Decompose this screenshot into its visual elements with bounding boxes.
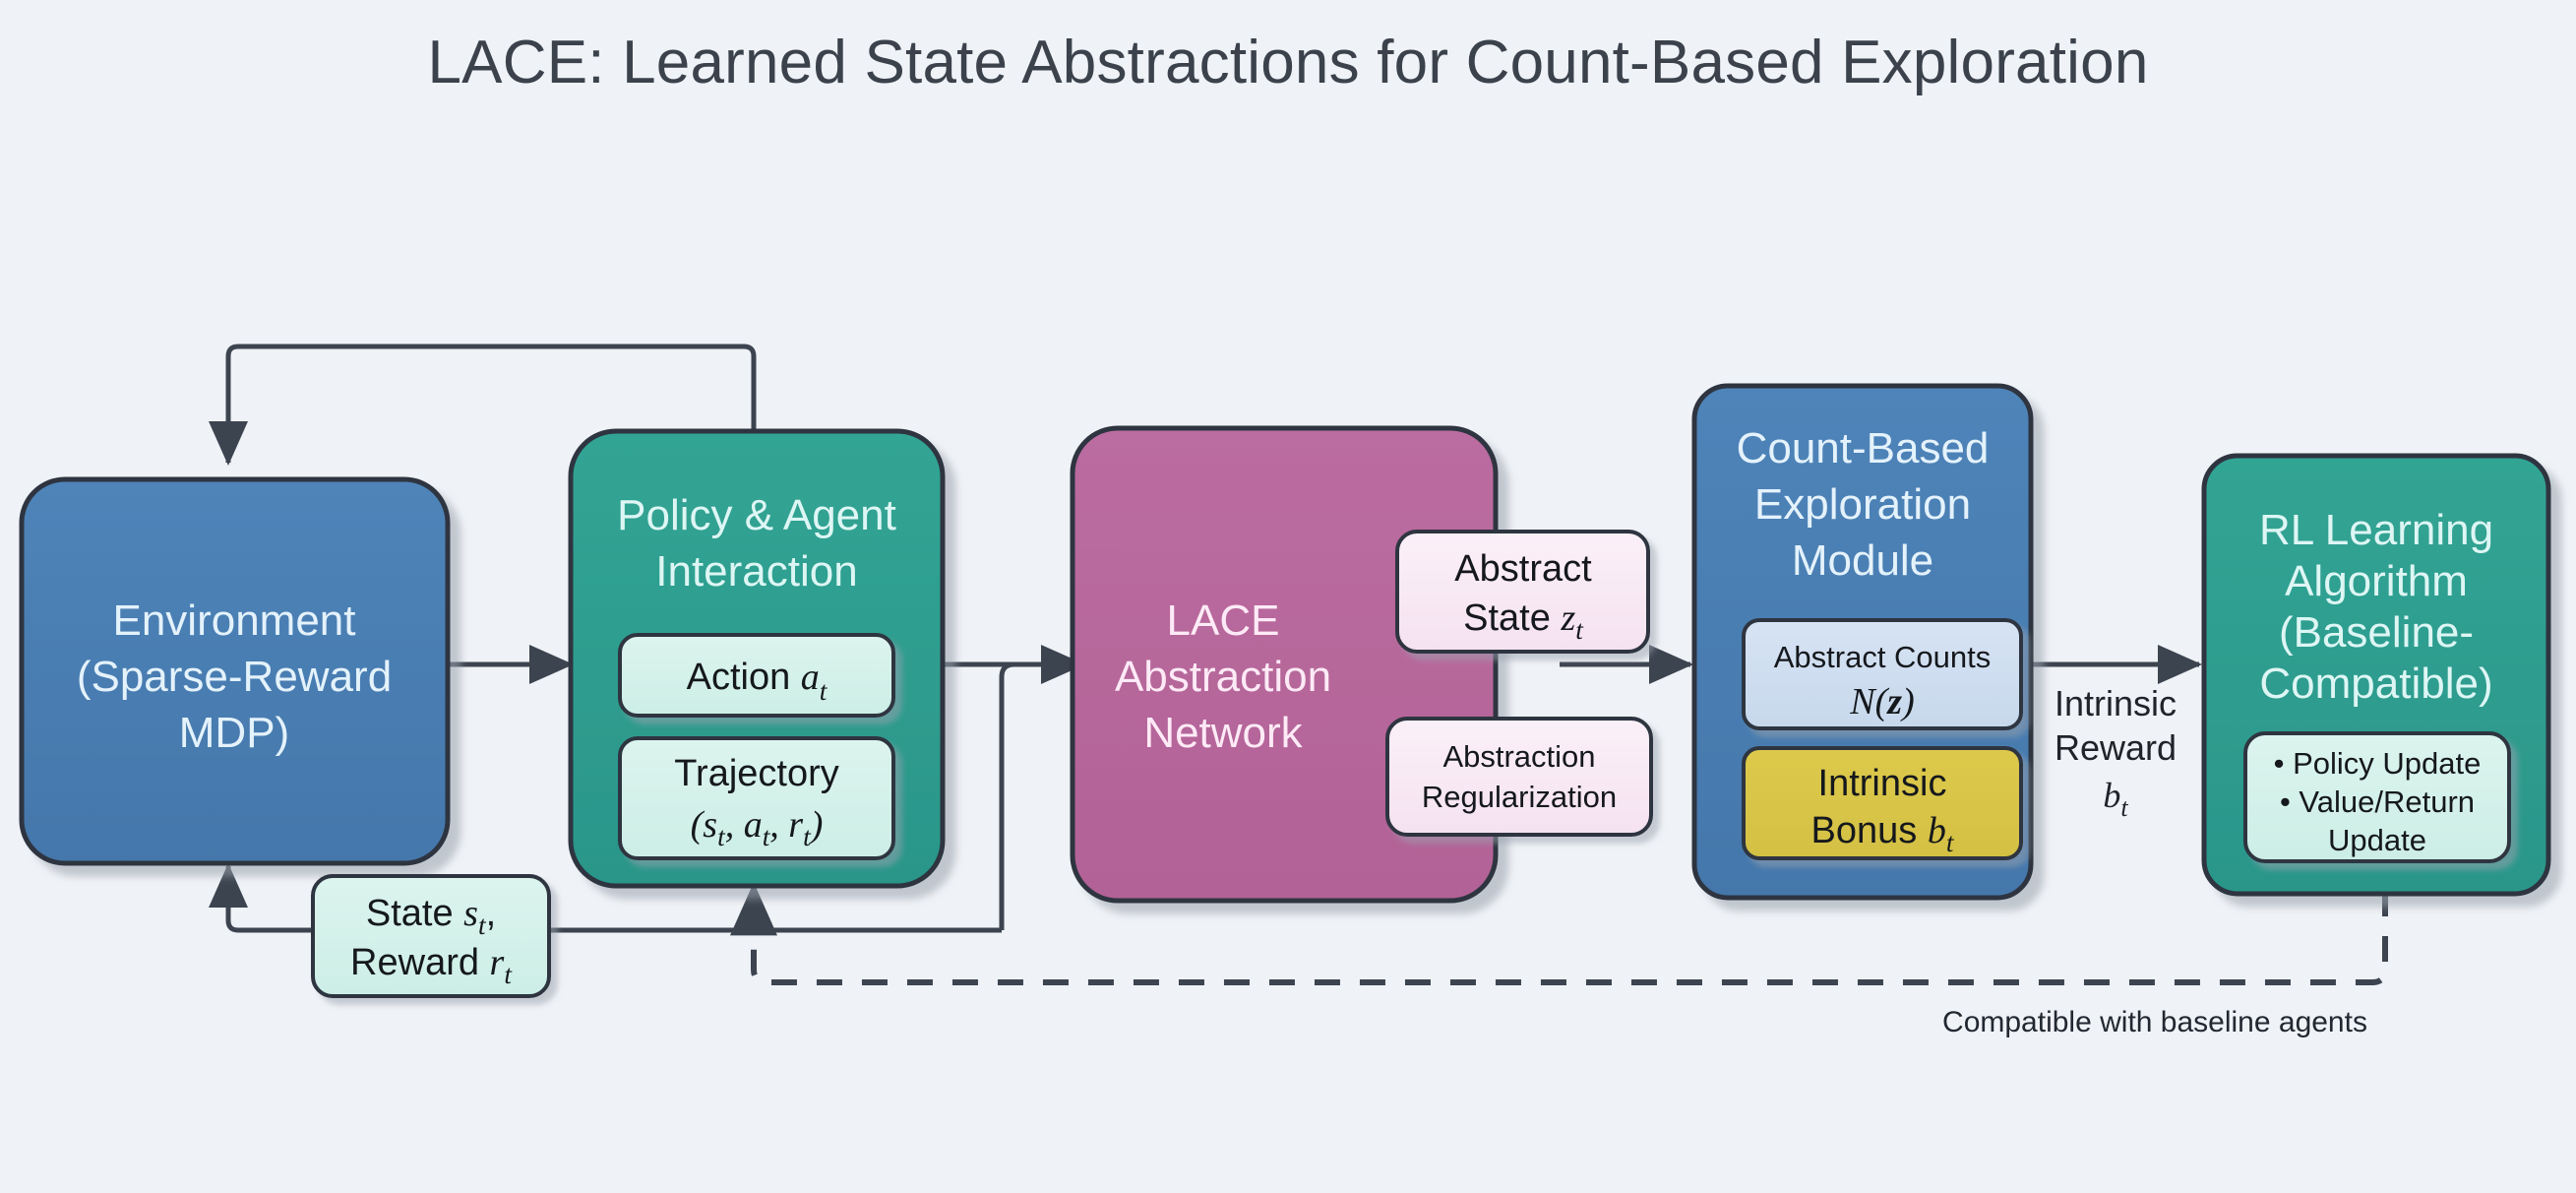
updates-bullet-3: Update [2328,823,2426,857]
connector-state-reward-to-environment [209,862,313,933]
intrinsic-reward-math: bt [2103,776,2128,822]
node-count-based-exploration-module[interactable]: Count-Based Exploration Module Abstract … [1691,383,2034,901]
abstract-counts-math: N(z) [1849,681,1914,722]
abstract-state-line-2: State zt [1463,597,1584,645]
action-box[interactable] [618,633,895,718]
intrinsic-reward-line-2: Reward [2055,727,2177,768]
lace-sub-abstraction-regularization[interactable]: Abstraction Regularization [1385,717,1653,837]
node-lace-abstraction-network[interactable]: LACE Abstraction Network Abstract State … [1070,425,1653,904]
node-state-reward[interactable]: State st, Reward rt [311,874,551,998]
updates-bullet-2: • Value/Return [2280,785,2475,819]
node-policy-agent-interaction[interactable]: Policy & Agent Interaction Action at Tra… [568,428,946,889]
count-based-label-line-3: Module [1792,536,1933,585]
abstract-counts-label: Abstract Counts [1774,640,1992,674]
environment-label-line-1: Environment [112,596,355,645]
count-based-sub-intrinsic-bonus[interactable]: Intrinsic Bonus bt [1742,746,2023,860]
abstract-state-line-1: Abstract [1454,548,1592,590]
intrinsic-reward-line-1: Intrinsic [2055,683,2177,723]
rl-learning-sub-updates[interactable]: • Policy Update • Value/Return Update [2243,731,2511,863]
count-based-label-line-2: Exploration [1754,480,1971,529]
abstract-counts-box[interactable] [1742,618,2023,730]
page-title: LACE: Learned State Abstractions for Cou… [427,29,2149,96]
rl-learning-label-line-3: (Baseline- [2279,608,2474,657]
connector-dashed-rl-to-policy [730,882,2388,985]
connector-rail-to-lace [999,661,1073,930]
environment-box[interactable] [19,476,451,866]
state-reward-box[interactable] [311,874,551,998]
lace-label-line-1: LACE [1167,596,1280,645]
policy-label-line-1: Policy & Agent [617,491,896,539]
policy-sub-action[interactable]: Action at [618,633,895,718]
abstract-state-box[interactable] [1395,530,1650,654]
lace-label-line-2: Abstraction [1115,653,1331,701]
action-label: Action at [687,657,828,706]
abstraction-regularization-box[interactable] [1385,717,1653,837]
trajectory-label-line-1: Trajectory [674,753,839,794]
baseline-caption: Compatible with baseline agents [1942,1006,2367,1038]
lace-sub-abstract-state[interactable]: Abstract State zt [1395,530,1650,654]
count-based-label-line-1: Count-Based [1737,424,1990,472]
updates-box[interactable] [2243,731,2511,863]
node-rl-learning-algorithm[interactable]: RL Learning Algorithm (Baseline- Compati… [2201,453,2551,897]
environment-label-line-2: (Sparse-Reward [77,653,392,701]
rl-learning-label-line-2: Algorithm [2285,557,2468,605]
policy-label-line-2: Interaction [655,547,857,596]
abstraction-regularization-line-1: Abstraction [1442,739,1595,774]
intrinsic-bonus-line-1: Intrinsic [1818,763,1947,804]
abstraction-regularization-line-2: Regularization [1422,780,1617,814]
rl-learning-label-line-1: RL Learning [2259,506,2493,554]
trajectory-label-line-2: (st, at, rt) [691,804,824,851]
rl-learning-label-line-4: Compatible) [2259,659,2492,708]
intrinsic-bonus-line-2: Bonus bt [1811,810,1955,857]
intrinsic-bonus-box[interactable] [1742,746,2023,860]
environment-label-line-3: MDP) [179,709,289,757]
node-environment[interactable]: Environment (Sparse-Reward MDP) [19,476,451,866]
state-reward-line-2: Reward rt [350,942,513,989]
trajectory-box[interactable] [618,736,895,860]
state-reward-line-1: State st, [366,893,496,940]
connector-policy-to-environment [209,344,757,467]
count-based-sub-abstract-counts[interactable]: Abstract Counts N(z) [1742,618,2023,730]
lace-label-line-3: Network [1143,709,1303,757]
edge-label-intrinsic-reward: Intrinsic Reward bt [2055,683,2177,822]
updates-bullet-1: • Policy Update [2274,746,2482,781]
policy-sub-trajectory[interactable]: Trajectory (st, at, rt) [618,736,895,860]
